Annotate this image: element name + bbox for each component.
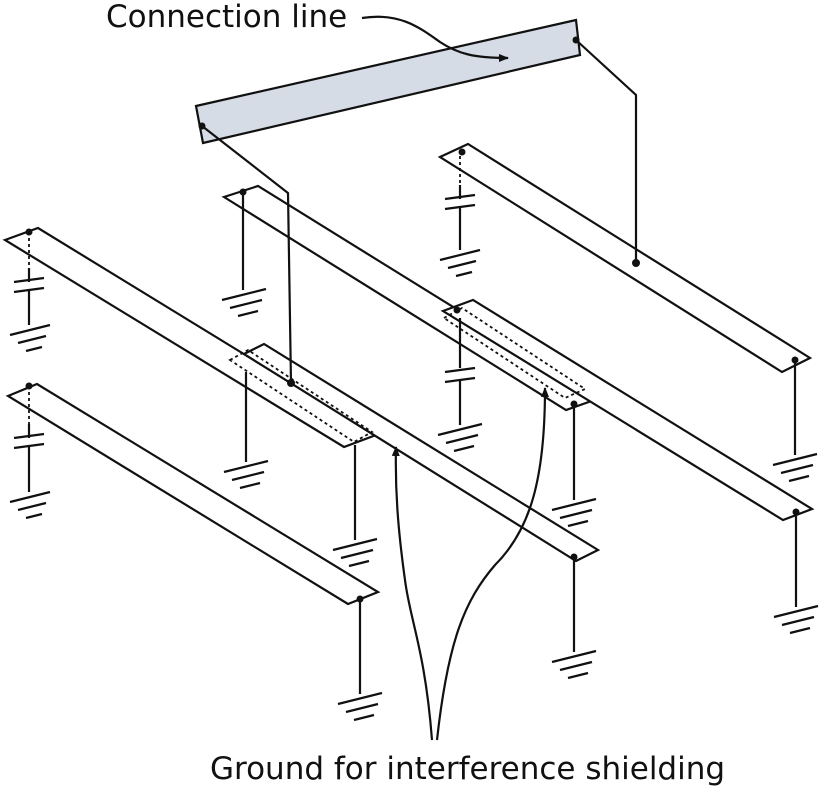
connection-label-arrow (361, 15, 509, 62)
ground-drop (221, 192, 267, 318)
ground-symbol-icon (9, 490, 51, 520)
ground-shielding-label: Ground for interference shielding (210, 751, 726, 787)
ground-drop (337, 599, 383, 722)
capacitor-symbol-icon (444, 185, 476, 250)
ground-label-arrow-left (391, 446, 434, 741)
ground-drop (332, 445, 378, 568)
connection-wires (201, 39, 638, 384)
ground-symbol-icon (439, 248, 481, 278)
capacitor-symbol-icon (444, 318, 476, 425)
ground-drop (223, 372, 269, 490)
ground-drop (772, 360, 818, 483)
strip-front-left-bottom (5, 382, 381, 606)
ground-label-arrow-right (435, 387, 549, 741)
capacitor-symbol-icon (13, 424, 45, 492)
ground-drop (773, 512, 819, 635)
connection-line-label: Connection line (106, 0, 348, 35)
connection-bar (194, 18, 582, 145)
ground-symbol-icon (437, 422, 483, 453)
capacitor-symbol-icon (13, 268, 45, 325)
ground-drop (551, 557, 597, 680)
ground-symbol-icon (9, 323, 51, 353)
ground-drop (551, 404, 597, 528)
